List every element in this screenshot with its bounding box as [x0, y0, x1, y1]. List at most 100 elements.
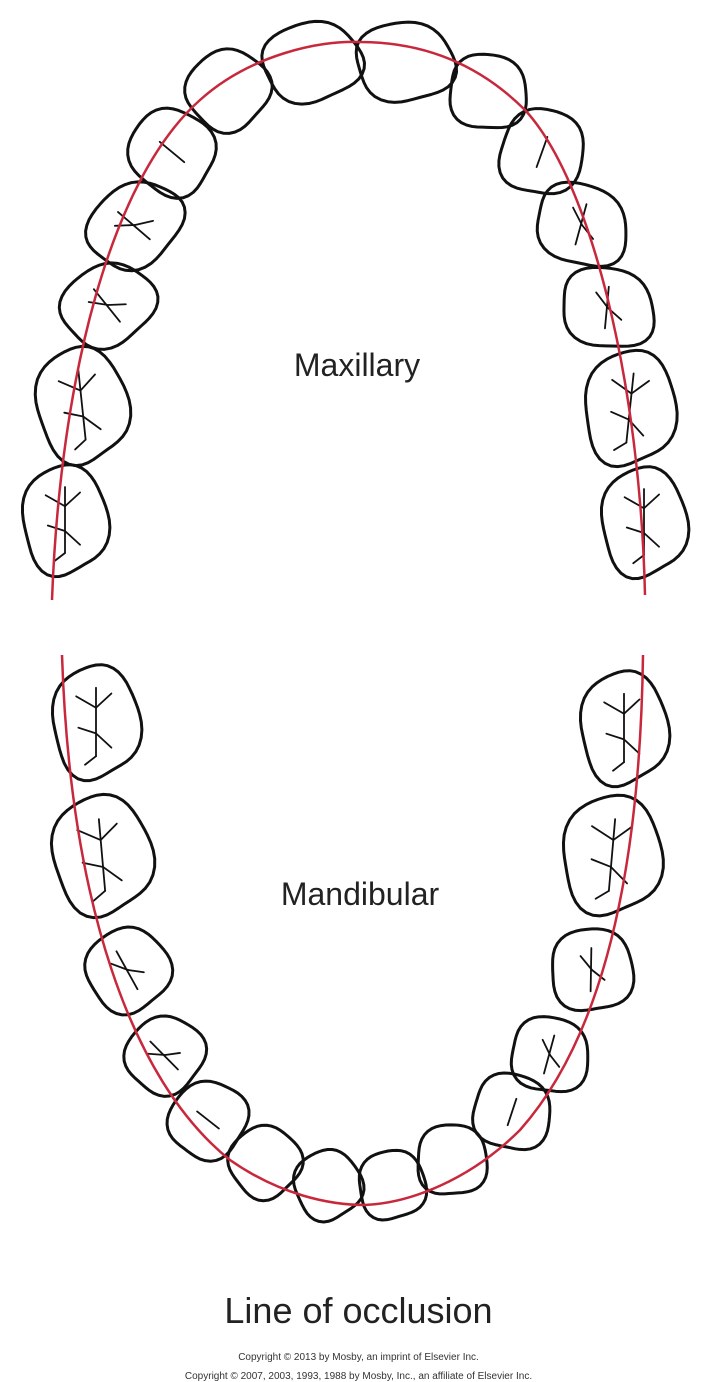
mandibular-tooth-5 [165, 1079, 251, 1163]
mandibular-tooth-fissure [76, 829, 102, 841]
maxillary-tooth-fissure [63, 411, 85, 418]
mandibular-tooth-fissure [623, 738, 641, 755]
maxillary-tooth-fissure [613, 441, 628, 451]
maxillary-tooth-3 [57, 261, 160, 351]
mandibular-tooth-fissure [81, 861, 104, 868]
mandibular-arch [49, 663, 672, 1224]
mandibular-tooth-fissure [623, 698, 641, 715]
mandibular-tooth-fissure [97, 818, 107, 892]
mandibular-tooth-fissure [147, 1052, 166, 1056]
maxillary-tooth-outline [600, 465, 691, 581]
mandibular-tooth-fissure [579, 955, 593, 971]
maxillary-tooth-fissure [57, 380, 82, 392]
maxillary-tooth-outline [57, 261, 160, 351]
maxillary-tooth-7 [260, 19, 366, 106]
maxillary-tooth-fissure [572, 206, 583, 226]
mandibular-tooth-outline [51, 663, 144, 783]
maxillary-tooth-fissure [610, 410, 630, 421]
maxillary-tooth-10 [497, 107, 585, 196]
maxillary-tooth-outline [126, 106, 218, 200]
maxillary-tooth-fissure [158, 140, 186, 164]
mandibular-tooth-fissure [607, 818, 617, 892]
maxillary-tooth-outline [183, 47, 274, 135]
mandibular-tooth-fissure [590, 858, 612, 868]
maxillary-tooth-14 [600, 465, 691, 581]
mandibular-tooth-fissure [506, 1097, 518, 1127]
mandibular-tooth-12 [551, 927, 636, 1013]
figure-caption-title: Line of occlusion [224, 1290, 493, 1331]
mandibular-tooth-fissure [612, 761, 625, 772]
mandibular-tooth-fissure [102, 866, 123, 882]
mandibular-tooth-2 [49, 792, 157, 920]
maxillary-tooth-fissure [643, 493, 660, 510]
mandibular-tooth-fissure [196, 1110, 220, 1130]
maxillary-tooth-fissure [627, 418, 645, 437]
maxillary-tooth-fissure [630, 379, 650, 395]
mandibular-tooth-fissure [77, 726, 97, 735]
mandibular-tooth-outline [122, 1014, 209, 1098]
mandibular-tooth-3 [83, 925, 175, 1017]
maxillary-tooth-5 [126, 106, 218, 200]
maxillary-tooth-13 [584, 348, 679, 469]
maxillary-tooth-fissure [87, 301, 109, 306]
mandibular-tooth-outline [579, 669, 672, 789]
maxillary-tooth-fissure [134, 219, 154, 226]
mandibular-tooth-7 [291, 1147, 366, 1224]
mandibular-tooth-fissure [127, 969, 145, 974]
mandibular-tooth-fissure [92, 889, 107, 902]
mandibular-tooth-outline [291, 1147, 366, 1224]
maxillary-tooth-outline [21, 463, 112, 579]
mandibular-tooth-fissure [549, 1054, 561, 1068]
mandibular-tooth-fissure [164, 1052, 181, 1056]
mandibular-tooth-11 [509, 1015, 590, 1094]
maxillary-tooth-2 [33, 344, 133, 468]
mandibular-tooth-fissure [591, 825, 615, 841]
mandibular-tooth-fissure [84, 755, 97, 766]
mandibular-tooth-4 [122, 1014, 209, 1098]
mandibular-tooth-outline [561, 793, 665, 918]
mandibular-tooth-fissure [541, 1038, 551, 1056]
maxillary-line-of-occlusion [50, 40, 647, 601]
mandibular-tooth-outline [357, 1148, 429, 1222]
mandibular-tooth-fissure [95, 692, 113, 709]
maxillary-tooth-outline [448, 52, 528, 130]
maxillary-tooth-fissure [535, 136, 549, 168]
mandibular-tooth-fissure [612, 825, 633, 841]
mandibular-tooth-fissure [594, 889, 610, 900]
mandibular-tooth-fissure [75, 695, 97, 709]
maxillary-tooth-outline [84, 180, 187, 273]
maxillary-tooth-outline [260, 19, 366, 106]
maxillary-tooth-fissure [643, 532, 660, 548]
maxillary-tooth-outline [562, 265, 656, 348]
mandibular-tooth-outline [165, 1079, 251, 1163]
mandibular-tooth-outline [471, 1071, 552, 1152]
copyright-notice-2: Copyright © 2007, 2003, 1993, 1988 by Mo… [184, 1371, 533, 1382]
mandibular-tooth-outline [551, 927, 636, 1013]
mandibular-tooth-6 [226, 1123, 305, 1203]
mandibular-tooth-fissure [110, 962, 129, 971]
mandibular-tooth-fissure [95, 732, 113, 749]
maxillary-tooth-fissure [64, 491, 81, 508]
maxillary-tooth-9 [448, 52, 528, 130]
mandibular-tooth-outline [226, 1123, 305, 1203]
maxillary-tooth-fissure [77, 369, 87, 441]
maxillary-tooth-fissure [611, 378, 633, 395]
maxillary-tooth-fissure [82, 415, 102, 431]
maxillary-tooth-fissure [64, 530, 81, 546]
mandibular-line-of-occlusion [60, 654, 645, 1207]
mandibular-tooth-1 [51, 663, 144, 783]
mandibular-tooth-fissure [99, 822, 118, 841]
mandibular-tooth-fissure [591, 969, 606, 981]
maxillary-tooth-fissure [79, 373, 96, 392]
mandibular-tooth-outline [49, 792, 157, 920]
maxillary-label: Maxillary [294, 347, 420, 383]
maxillary-arch [21, 19, 691, 581]
maxillary-tooth-fissure [607, 307, 623, 321]
maxillary-tooth-8 [354, 20, 459, 104]
mandibular-tooth-10 [471, 1071, 552, 1152]
maxillary-tooth-outline [497, 107, 585, 196]
copyright-notice-1: Copyright © 2013 by Mosby, an imprint of… [238, 1352, 479, 1363]
mandibular-tooth-14 [579, 669, 672, 789]
mandibular-tooth-outline [83, 925, 175, 1017]
